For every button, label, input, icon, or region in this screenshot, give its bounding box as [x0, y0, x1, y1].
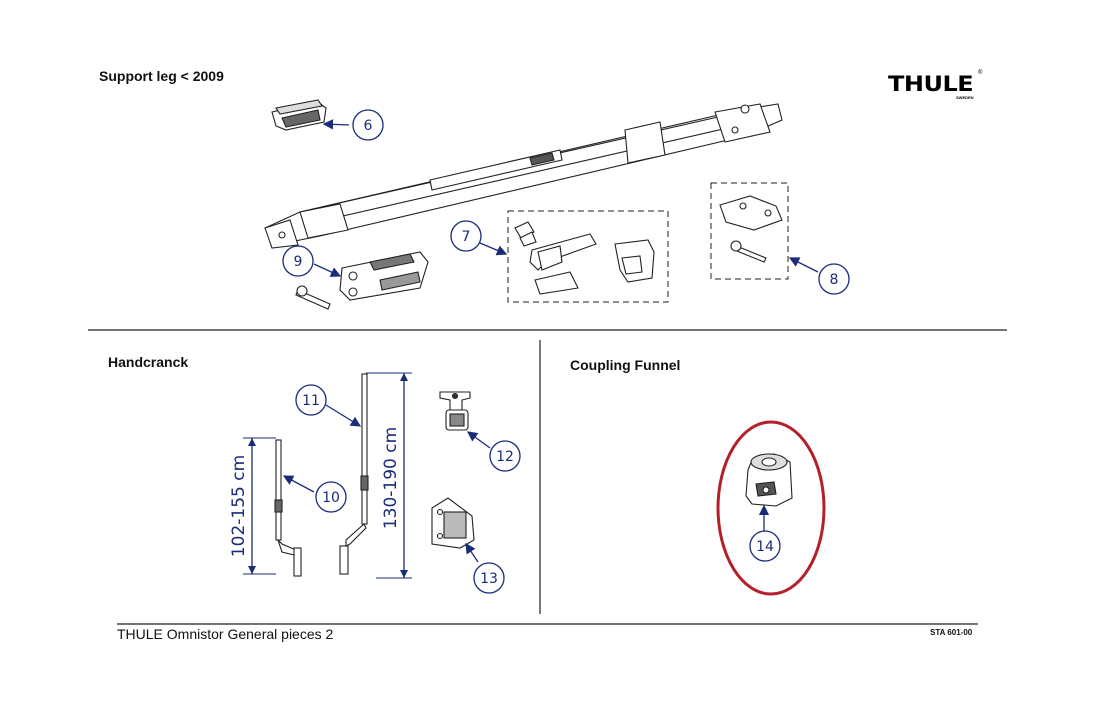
- part-8-pieces: [719, 195, 783, 263]
- callout-circle-12: [489, 440, 521, 472]
- part-13-bracket: [431, 497, 475, 549]
- highlight-ellipse-14: [716, 420, 826, 596]
- part-7-pieces: [514, 221, 655, 295]
- dimension-short-label: 102-155 cm: [229, 455, 249, 557]
- callout-circle-14: [749, 530, 781, 562]
- part-9-clevis: [295, 251, 429, 310]
- callout-circle-11: [295, 384, 327, 416]
- part-10-short-crank: [274, 439, 302, 577]
- part-12-knob: [439, 391, 471, 431]
- thule-logo: THULE: [888, 71, 974, 97]
- dimension-long-label: 130-190 cm: [381, 427, 401, 529]
- callout-13: 13: [480, 571, 498, 587]
- part-14-coupling-funnel: [745, 453, 793, 507]
- thule-logo-sub: SWEDEN: [956, 95, 974, 100]
- section-title-handcrank: Handcranck: [108, 354, 189, 370]
- callout-6: 6: [364, 118, 373, 134]
- callout-circle-8: [818, 263, 850, 295]
- support-leg-assembly: [264, 103, 783, 249]
- section-title-coupling-funnel: Coupling Funnel: [570, 357, 681, 373]
- callout-circle-9: [282, 245, 314, 277]
- part-8-group-box: [710, 182, 789, 280]
- callout-8: 8: [830, 272, 839, 288]
- callout-11: 11: [302, 393, 320, 409]
- callout-circle-7: [450, 220, 482, 252]
- callout-10: 10: [322, 490, 340, 506]
- part-11-long-crank: [339, 373, 369, 575]
- footer-title: THULE Omnistor General pieces 2: [117, 626, 334, 642]
- callout-circle-10: [315, 481, 347, 513]
- callout-circle-6: [352, 109, 384, 141]
- callout-12: 12: [496, 449, 514, 465]
- footer-code: STA 601-00: [930, 628, 973, 637]
- section-title-support-leg: Support leg < 2009: [99, 68, 224, 84]
- part-6-cap: [271, 99, 327, 131]
- registered-mark: ®: [978, 70, 983, 76]
- callout-circle-13: [473, 562, 505, 594]
- callout-9: 9: [294, 254, 303, 270]
- callout-14: 14: [756, 539, 774, 555]
- callout-7: 7: [462, 229, 471, 245]
- part-7-group-box: [507, 210, 669, 303]
